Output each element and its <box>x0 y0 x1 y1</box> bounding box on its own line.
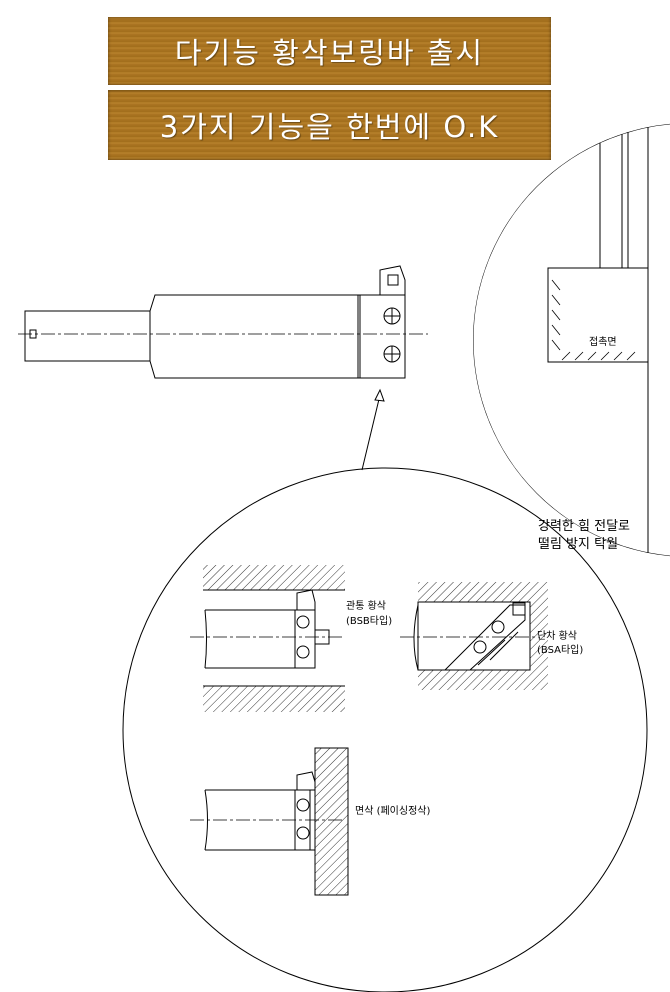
body <box>149 294 361 379</box>
facing-view <box>190 747 349 896</box>
title-banner: 다기능 황삭보링바 출시 <box>108 17 551 85</box>
contact-detail-view <box>473 123 670 557</box>
through-roughing-label: 관통 황삭 <box>346 601 386 612</box>
title-text: 다기능 황삭보링바 출시 <box>174 36 485 70</box>
step-roughing-label: 단차 황삭 <box>537 631 577 642</box>
insert <box>379 265 406 295</box>
step-roughing-view <box>400 582 548 690</box>
through-roughing-view <box>190 565 345 712</box>
facing-label: 면삭 (페이싱정삭) <box>355 806 431 817</box>
application-detail-circle <box>122 467 648 992</box>
head <box>357 294 406 379</box>
boring-bar-main-view <box>18 265 428 379</box>
benefit-line1: 강력한 힘 전달로 <box>538 519 630 534</box>
subtitle-text: 3가지 기능을 한번에 O.K <box>159 110 500 144</box>
benefit-line2: 떨림 방지 탁월 <box>538 537 619 552</box>
subtitle-banner: 3가지 기능을 한번에 O.K <box>108 90 551 160</box>
contact-surface-label: 접촉면 <box>589 337 617 348</box>
step-roughing-type: (BSA타입) <box>537 645 584 656</box>
through-roughing-type: (BSB타입) <box>346 616 393 627</box>
shank <box>24 310 151 362</box>
